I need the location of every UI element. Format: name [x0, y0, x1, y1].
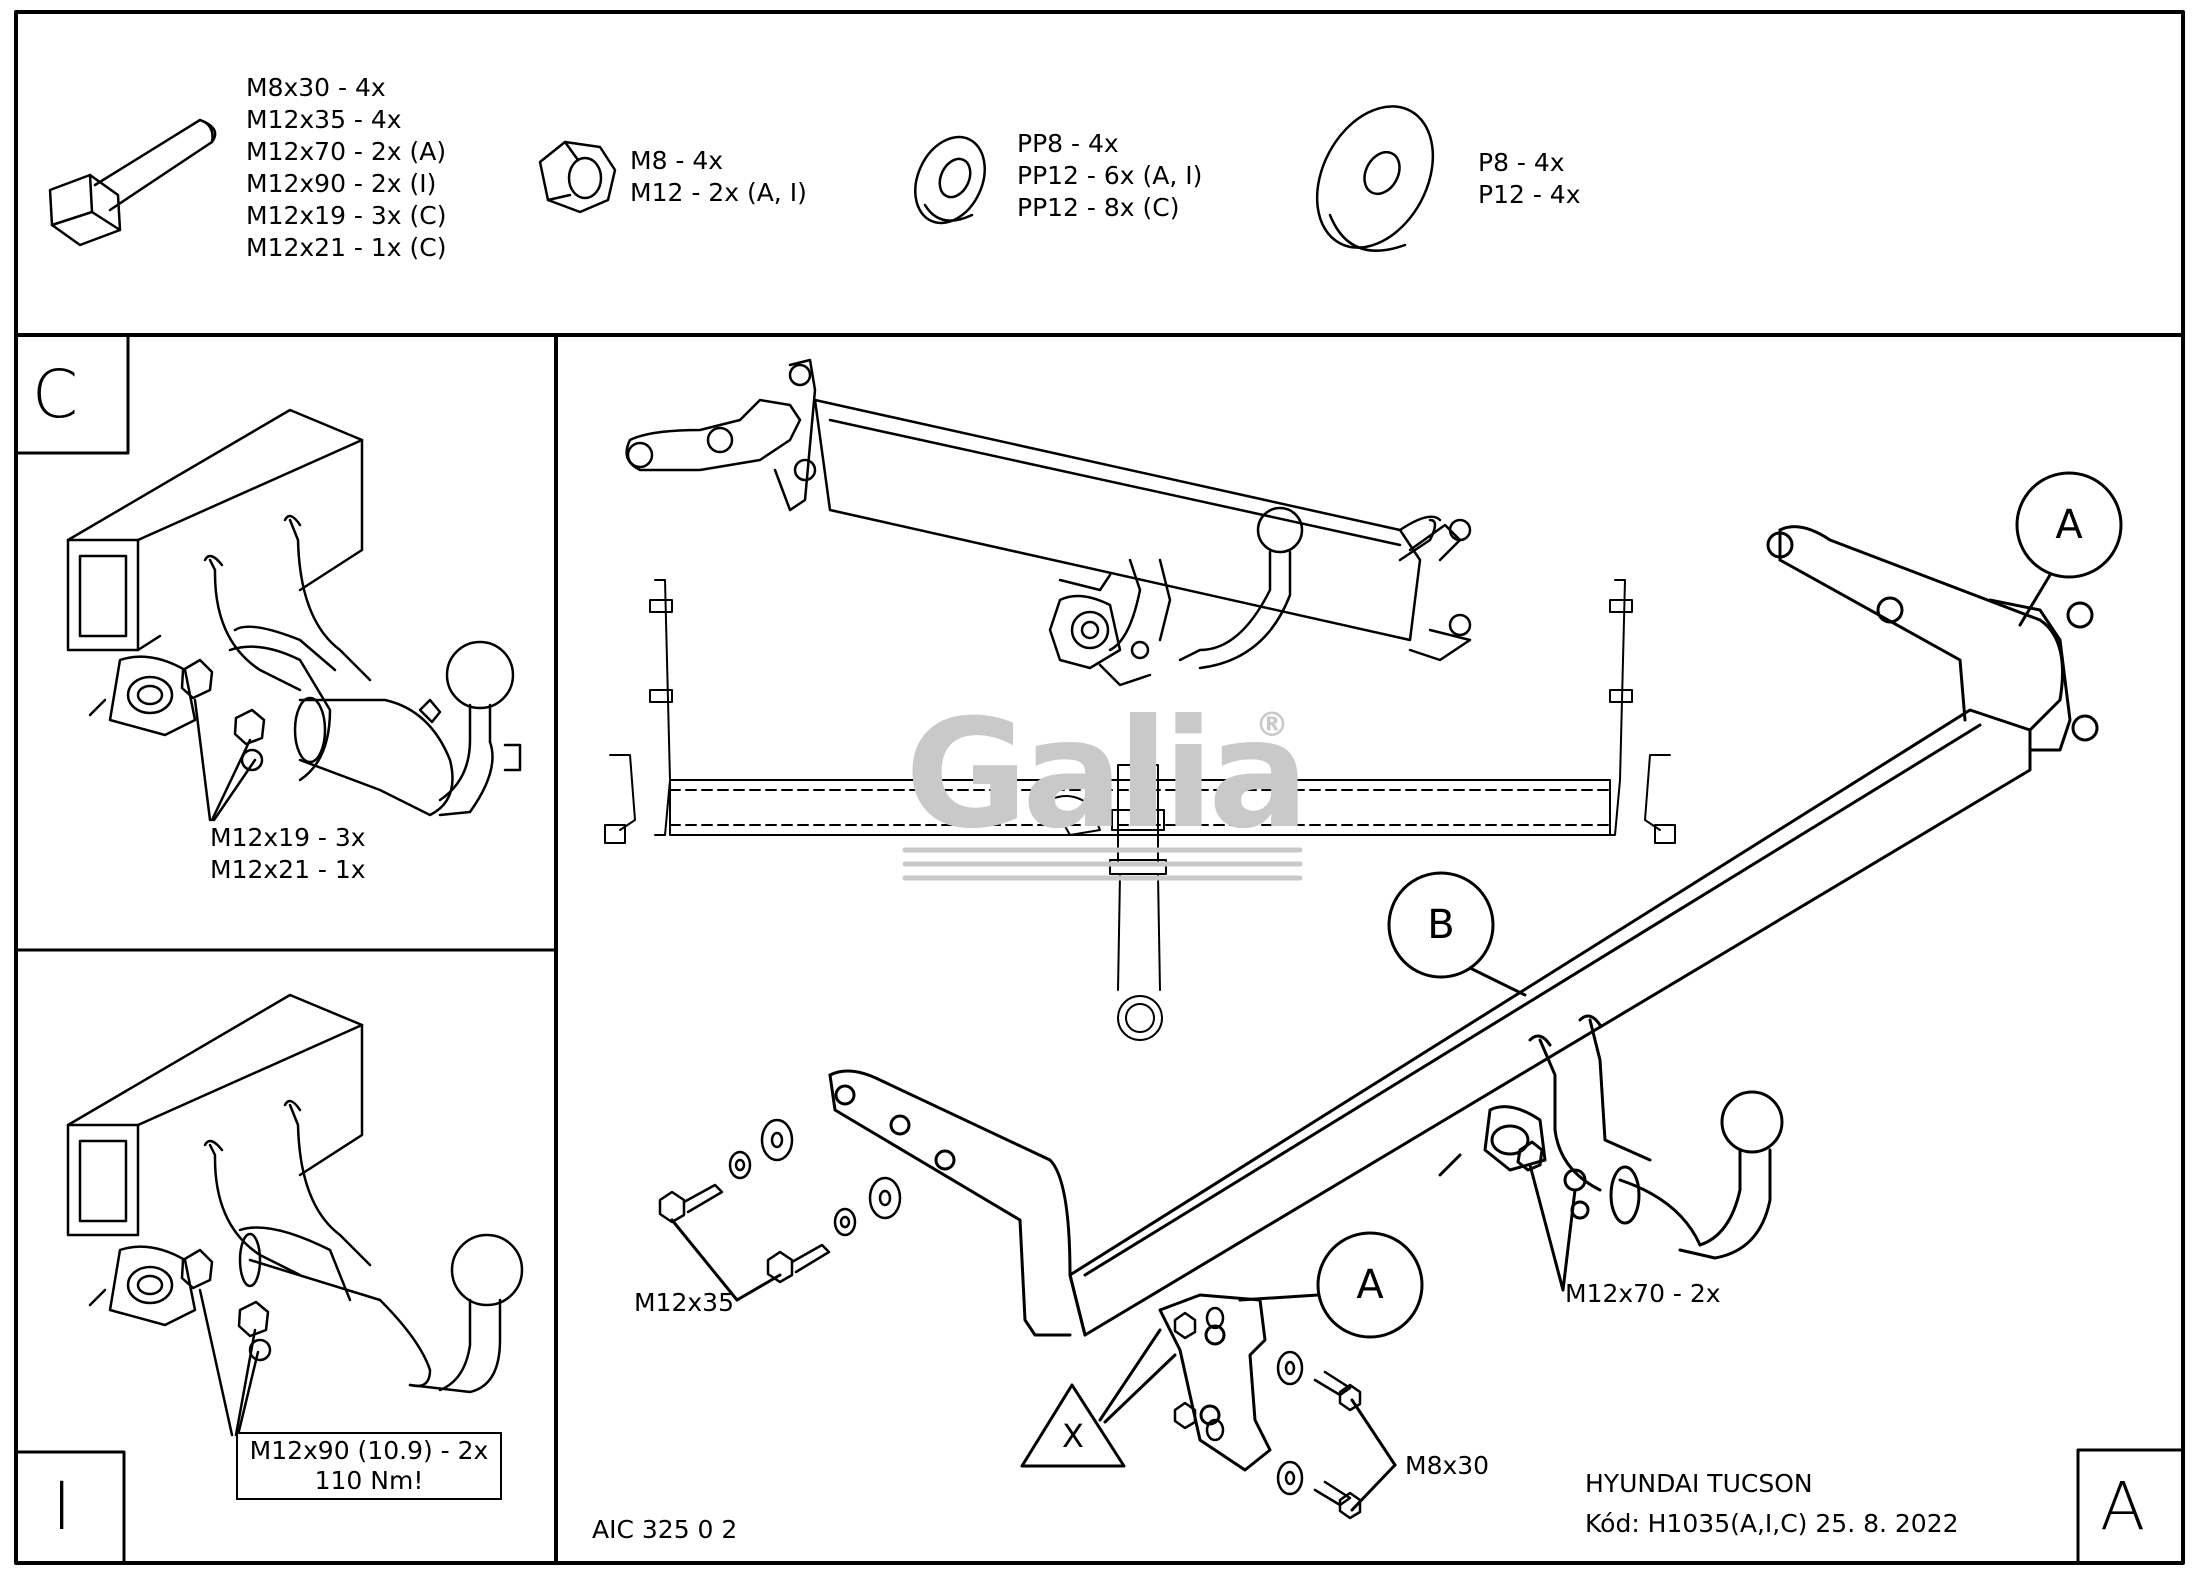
panel-i-label-1: M12x90 (10.9) - 2x — [249, 1436, 489, 1465]
panel-i-label-2: 110 Nm! — [314, 1466, 424, 1495]
spring-washer-spec-3: PP12 - 8x (C) — [1017, 193, 1180, 222]
galia-watermark: Galia — [905, 688, 1309, 862]
top-assembly-illustration — [625, 358, 1472, 687]
panel-c-label-list: M12x19 - 3x M12x21 - 1x — [210, 822, 366, 886]
bolt-spec-6: M12x21 - 1x (C) — [246, 233, 447, 262]
callout-b-label: B — [1427, 902, 1455, 948]
callout-a-bottom-label: A — [1356, 1262, 1384, 1308]
left-fastener-stack — [658, 1118, 902, 1284]
panel-a-letter-box — [2076, 1448, 2185, 1565]
panel-a-corner-letter: A — [2100, 1468, 2146, 1545]
flat-washer-illustration — [1315, 105, 1435, 252]
front-view-illustration — [604, 579, 1676, 1041]
panel-i-letter: I — [52, 1468, 72, 1545]
panel-c-illustration — [66, 408, 522, 822]
nut-illustration — [538, 140, 617, 214]
flat-washer-list: P8 - 4x P12 - 4x — [1478, 147, 1581, 211]
bolt-list: M8x30 - 4x M12x35 - 4x M12x70 - 2x (A) M… — [246, 72, 447, 264]
panel-c-letter: C — [32, 356, 79, 433]
leader-m12x35 — [670, 1218, 739, 1302]
bolt-illustration — [48, 118, 217, 247]
label-m12x70: M12x70 - 2x — [1565, 1279, 1721, 1308]
drawing-number: AIC 325 0 2 — [592, 1515, 738, 1544]
spring-washer-list: PP8 - 4x PP12 - 6x (A, I) PP12 - 8x (C) — [1017, 128, 1202, 224]
label-m12x35: M12x35 — [634, 1288, 734, 1317]
panel-c-label-2: M12x21 - 1x — [210, 855, 366, 884]
main-assembly-illustration — [828, 525, 2099, 1472]
nut-spec-2: M12 - 2x (A, I) — [630, 178, 807, 207]
spring-washer-spec-2: PP12 - 6x (A, I) — [1017, 161, 1203, 190]
nut-spec-1: M8 - 4x — [630, 146, 724, 175]
label-m8x30: M8x30 — [1405, 1451, 1490, 1480]
bottom-fastener-stack — [1173, 1306, 1362, 1520]
bolt-spec-4: M12x90 - 2x (I) — [246, 169, 437, 198]
bolt-spec-5: M12x19 - 3x (C) — [246, 201, 447, 230]
watermark-bars — [902, 847, 1303, 881]
bolt-spec-3: M12x70 - 2x (A) — [246, 137, 447, 166]
leader-m8x30 — [1350, 1398, 1397, 1467]
callout-x-triangle — [1020, 1383, 1126, 1468]
bolt-spec-1: M8x30 - 4x — [246, 73, 386, 102]
flat-washer-spec-2: P12 - 4x — [1478, 180, 1581, 209]
callout-a-bottom-circle — [1316, 1231, 1424, 1339]
spring-washer-illustration — [914, 135, 986, 225]
spring-washer-spec-1: PP8 - 4x — [1017, 129, 1119, 158]
panel-c-label-1: M12x19 - 3x — [210, 823, 366, 852]
callout-a-top-circle — [2015, 471, 2123, 579]
panel-i-illustration — [66, 993, 524, 1437]
product-code-date: Kód: H1035(A,I,C) 25. 8. 2022 — [1585, 1509, 1959, 1538]
callout-b-circle — [1387, 871, 1495, 979]
callout-x-label: X — [1062, 1417, 1084, 1455]
vehicle-name: HYUNDAI TUCSON — [1585, 1469, 1813, 1498]
leader-m12x70 — [1528, 1163, 1565, 1292]
panel-i-letter-box — [14, 1450, 126, 1565]
panel-i-torque-box: M12x90 (10.9) - 2x 110 Nm! — [236, 1432, 502, 1500]
outer-frame — [14, 10, 2185, 1565]
registered-mark: ® — [1255, 705, 1289, 745]
flat-washer-spec-1: P8 - 4x — [1478, 148, 1565, 177]
nut-list: M8 - 4x M12 - 2x (A, I) — [630, 145, 807, 209]
bolt-spec-2: M12x35 - 4x — [246, 105, 402, 134]
panel-c-letter-box — [14, 333, 130, 455]
callout-a-top-label: A — [2055, 502, 2083, 548]
